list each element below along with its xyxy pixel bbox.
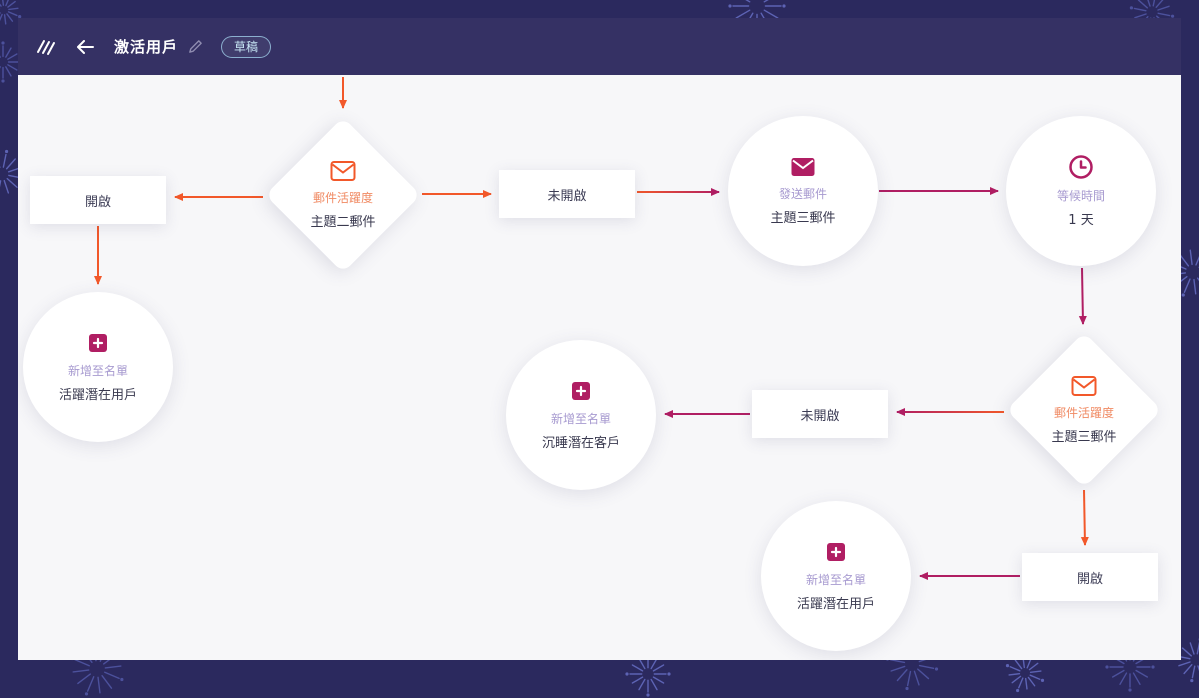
decision-node-email-activity-2[interactable]: 郵件活躍度 主題三郵件: [1006, 332, 1162, 488]
node-subtitle: 活躍潛在用戶: [59, 384, 137, 403]
action-node-wait-time[interactable]: 等候時間 1 天: [1006, 116, 1156, 266]
branch-label: 開啟: [1077, 568, 1103, 587]
workflow-canvas: 郵件活躍度 主題二郵件 開啟 新增至名單 活躍潛在用戶 未開啟: [18, 75, 1181, 660]
back-button[interactable]: [72, 36, 98, 58]
action-node-add-to-list-3[interactable]: 新增至名單 活躍潛在用戶: [761, 501, 911, 651]
node-subtitle: 主題三郵件: [770, 207, 835, 226]
add-to-list-icon: [569, 379, 593, 403]
branch-node-unopened-1[interactable]: 未開啟: [499, 170, 635, 218]
node-subtitle: 主題三郵件: [1051, 426, 1116, 445]
app-logo-icon: [34, 36, 56, 58]
app-header: 激活用戶 草稿: [18, 18, 1181, 75]
branch-node-opened-2[interactable]: 開啟: [1022, 553, 1158, 601]
arrow-diamond2-to-open2: [1084, 490, 1085, 545]
clock-icon: [1068, 154, 1094, 180]
node-title: 新增至名單: [551, 410, 611, 427]
action-node-add-to-list-1[interactable]: 新增至名單 活躍潛在用戶: [23, 292, 173, 442]
send-email-icon: [790, 156, 816, 178]
node-title: 新增至名單: [68, 362, 128, 379]
node-title: 郵件活躍度: [1054, 404, 1114, 421]
branch-label: 未開啟: [800, 405, 839, 424]
node-title: 新增至名單: [806, 571, 866, 588]
node-title: 等候時間: [1057, 187, 1105, 204]
node-title: 發送郵件: [779, 185, 827, 202]
action-node-send-email[interactable]: 發送郵件 主題三郵件: [728, 116, 878, 266]
branch-node-unopened-2[interactable]: 未開啟: [752, 390, 888, 438]
app-window: 激活用戶 草稿: [18, 18, 1181, 660]
action-node-add-to-list-2[interactable]: 新增至名單 沉睡潛在客戶: [506, 340, 656, 490]
branch-label: 未開啟: [547, 185, 586, 204]
arrow-wait-to-diamond2: [1082, 268, 1083, 324]
draft-badge: 草稿: [221, 36, 271, 58]
node-title: 郵件活躍度: [313, 189, 373, 206]
page-title: 激活用戶: [114, 36, 178, 57]
edit-title-icon[interactable]: [188, 39, 203, 54]
node-subtitle: 1 天: [1068, 209, 1093, 228]
add-to-list-icon: [824, 540, 848, 564]
back-arrow-icon: [76, 40, 94, 54]
branch-label: 開啟: [85, 191, 111, 210]
add-to-list-icon: [86, 331, 110, 355]
node-subtitle: 沉睡潛在客戶: [542, 432, 620, 451]
envelope-icon: [330, 160, 356, 182]
node-subtitle: 主題二郵件: [310, 211, 375, 230]
branch-node-opened-1[interactable]: 開啟: [30, 176, 166, 224]
decision-node-email-activity-1[interactable]: 郵件活躍度 主題二郵件: [265, 117, 421, 273]
envelope-icon: [1071, 375, 1097, 397]
node-subtitle: 活躍潛在用戶: [797, 593, 875, 612]
